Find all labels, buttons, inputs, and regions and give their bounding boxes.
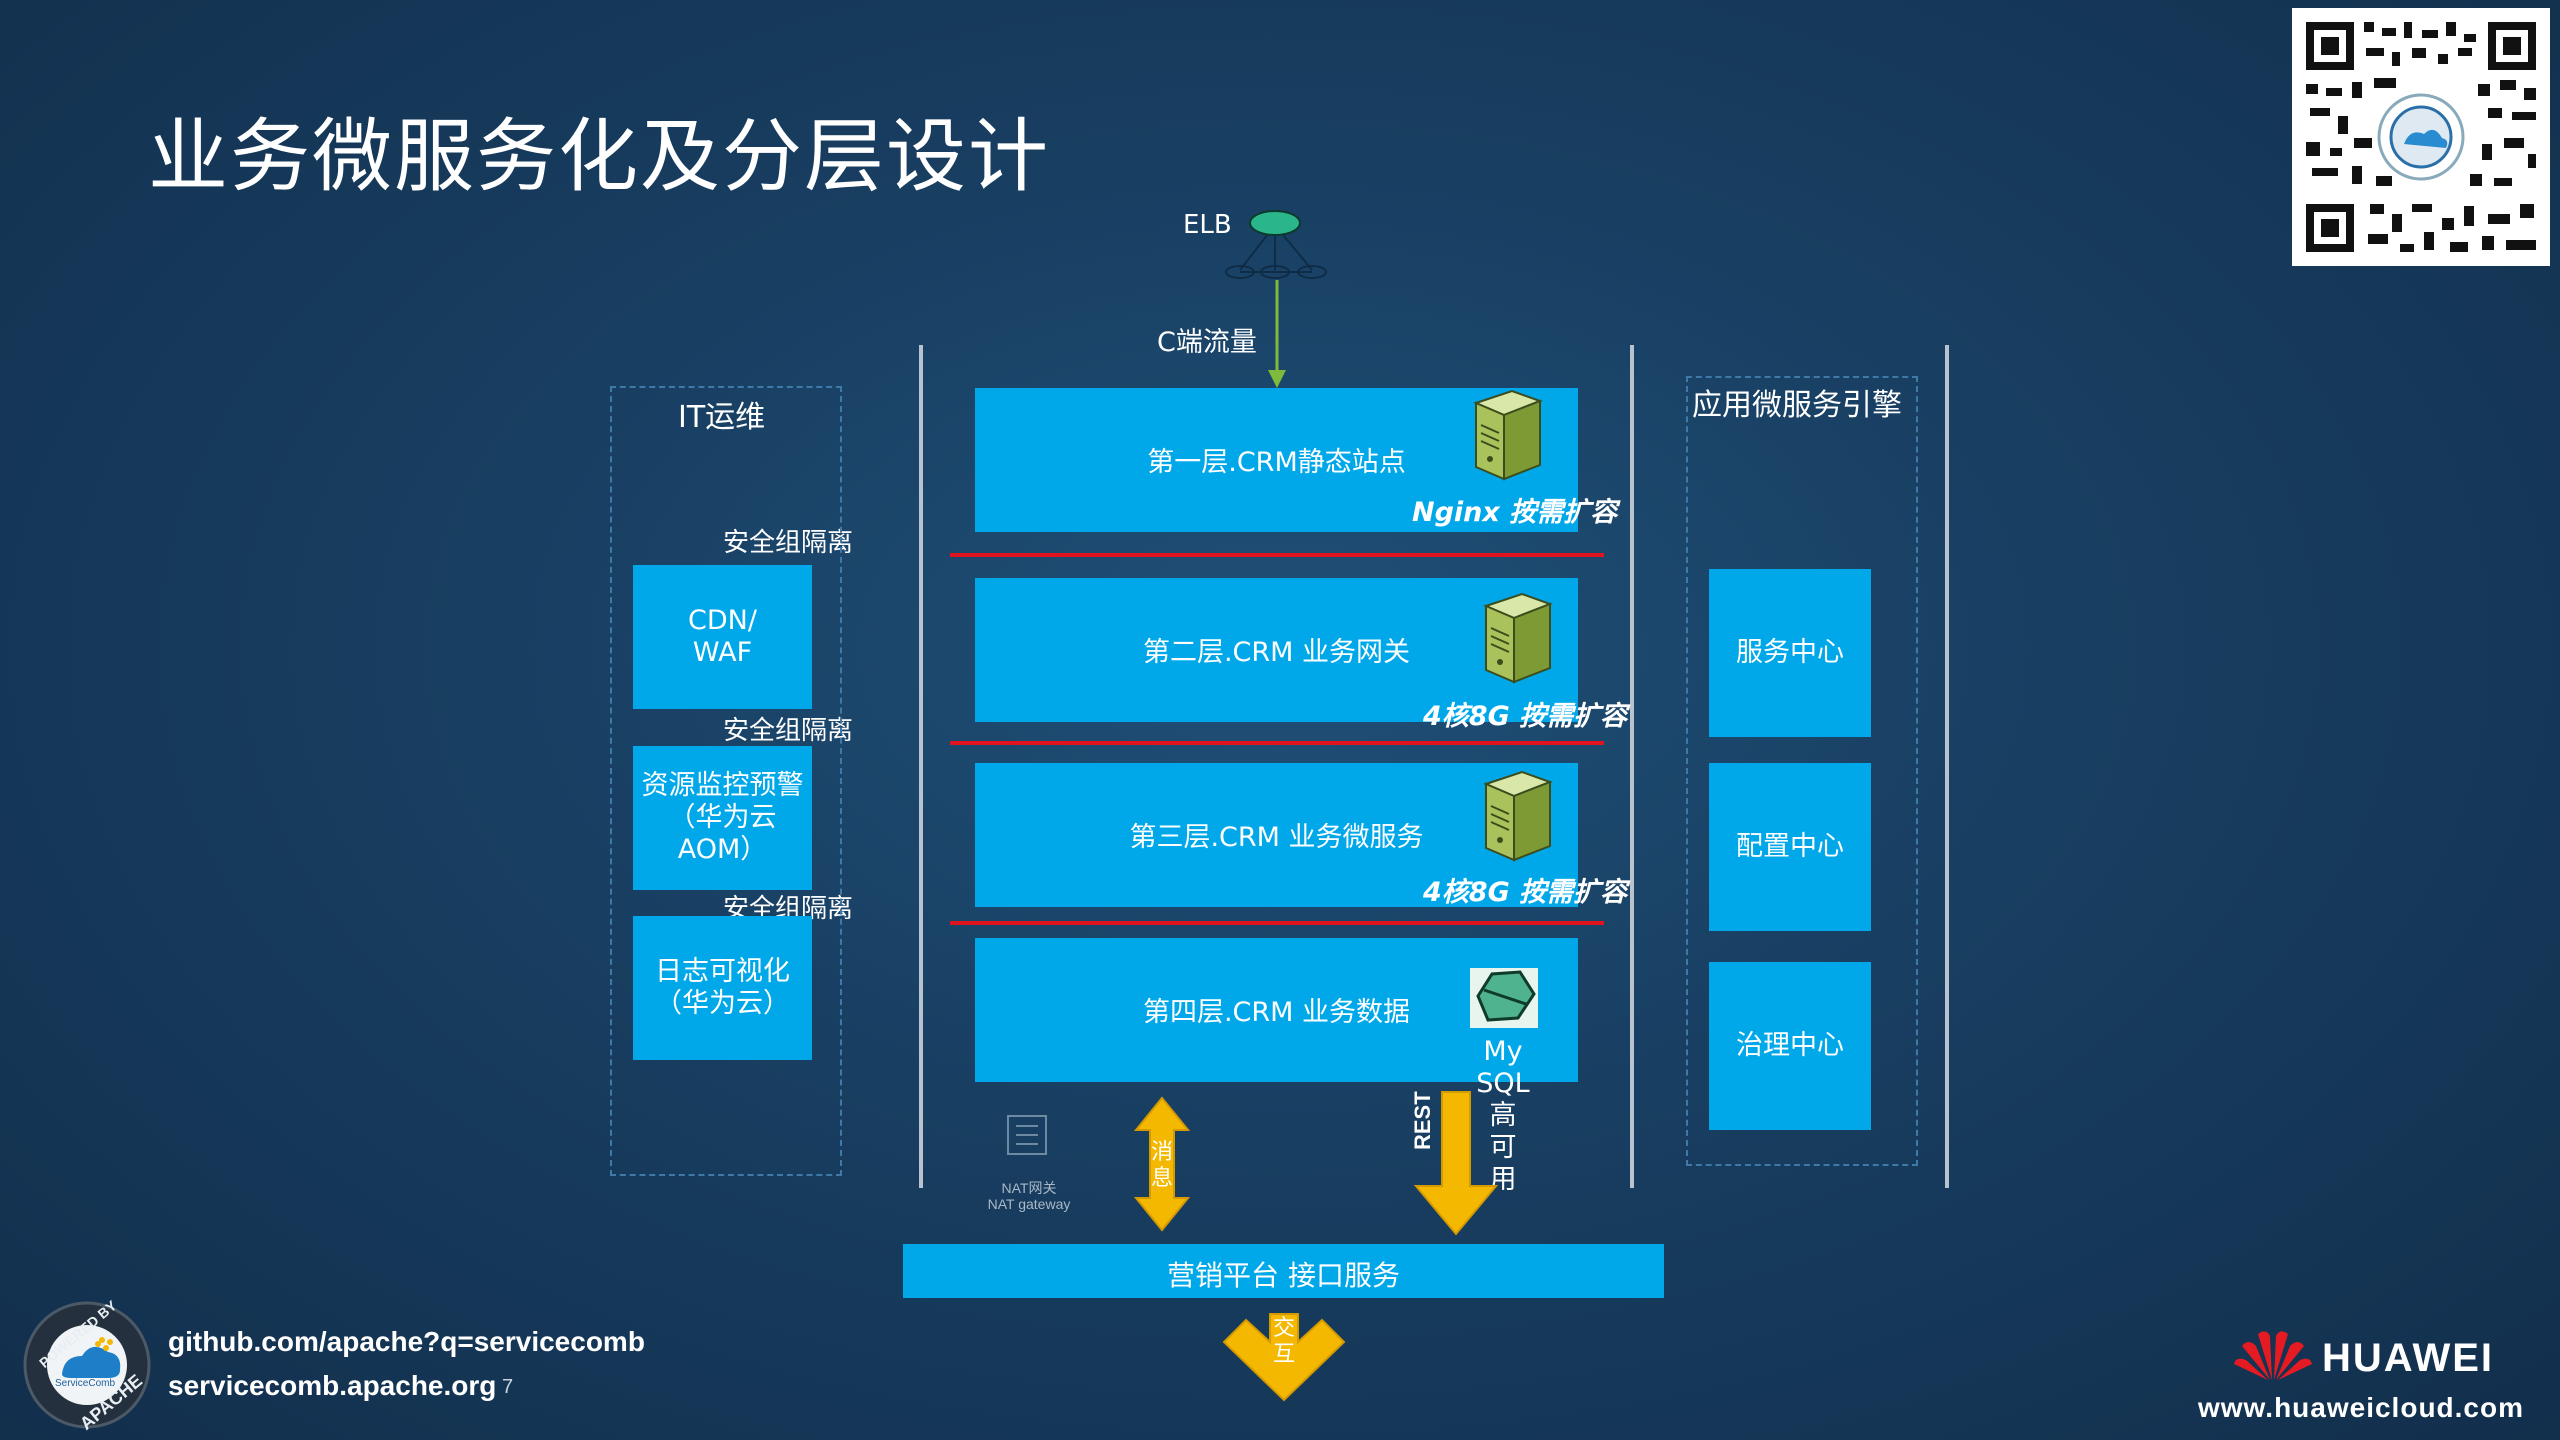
server-icon	[1473, 389, 1543, 481]
scale-label: 4核8G 按需扩容	[1423, 701, 1628, 732]
server-icon	[1483, 770, 1553, 862]
marketing-platform-label: 营销平台 接口服务	[1167, 1259, 1400, 1292]
separator-line-right	[1945, 345, 1949, 1188]
nat-gateway-label: NAT网关 NAT gateway	[987, 1180, 1071, 1212]
load-balancer-icon	[1225, 210, 1327, 279]
layer-4: 第四层.CRM 业务数据	[975, 938, 1578, 1082]
server-icon	[1483, 592, 1553, 684]
servicecomb-logo	[23, 1301, 151, 1429]
resource-monitor-box: 资源监控预警 （华为云 AOM）	[633, 746, 812, 890]
servicecomb-site-link[interactable]: servicecomb.apache.org	[168, 1370, 497, 1401]
cdn-waf-box: CDN/ WAF	[633, 565, 812, 709]
nat-gateway-icon	[1007, 1115, 1047, 1155]
rest-arrow-label: REST	[1410, 1091, 1435, 1150]
service-center-box: 服务中心	[1709, 569, 1871, 737]
isolation-line	[950, 553, 1604, 557]
isolation-label: 安全组隔离	[722, 716, 853, 746]
elb-label: ELB	[1183, 210, 1232, 240]
separator-line-center-right	[1630, 345, 1634, 1188]
traffic-label: C端流量	[1157, 327, 1257, 358]
message-double-arrow	[1134, 1096, 1190, 1232]
huawei-cloud-url: www.huaweicloud.com	[2198, 1392, 2525, 1423]
message-arrow-label: 消息	[1150, 1140, 1173, 1191]
log-visualization-box: 日志可视化 （华为云）	[633, 916, 812, 1060]
marketing-platform-bar: 营销平台 接口服务	[903, 1244, 1664, 1298]
isolation-line	[950, 741, 1604, 745]
qr-code-image	[2292, 8, 2550, 266]
scale-label: 4核8G 按需扩容	[1423, 877, 1628, 908]
isolation-label: 安全组隔离	[722, 528, 853, 558]
page-title: 业务微服务化及分层设计	[148, 110, 1050, 203]
microservice-engine-panel	[1686, 376, 1918, 1166]
it-ops-panel	[610, 386, 842, 1176]
huawei-brand: HUAWEI	[2322, 1336, 2494, 1380]
layer-label: 第四层.CRM 业务数据	[1142, 997, 1411, 1028]
layer-label: 第三层.CRM 业务微服务	[1129, 822, 1424, 853]
separator-line-left	[919, 345, 923, 1188]
database-icon	[1470, 968, 1538, 1028]
microservice-engine-title: 应用微服务引擎	[1692, 388, 1902, 423]
traffic-arrow	[1268, 280, 1286, 388]
layer-label: 第一层.CRM静态站点	[1147, 447, 1406, 478]
scale-label: Nginx 按需扩容	[1412, 497, 1618, 528]
isolation-line	[950, 921, 1604, 925]
logo-center-text: ServiceComb	[55, 1378, 116, 1389]
config-center-box: 配置中心	[1709, 763, 1871, 931]
rest-arrow	[1413, 1091, 1499, 1236]
huawei-logo-icon	[2234, 1331, 2312, 1380]
interaction-down-arrow	[1222, 1313, 1346, 1402]
governance-center-box: 治理中心	[1709, 962, 1871, 1130]
github-link[interactable]: github.com/apache?q=servicecomb	[168, 1326, 645, 1357]
layer-2: 第二层.CRM 业务网关	[975, 578, 1578, 722]
interaction-arrow-label: 交互	[1272, 1316, 1295, 1367]
layer-3: 第三层.CRM 业务微服务	[975, 763, 1578, 907]
it-ops-title: IT运维	[678, 400, 766, 435]
page-number: 7	[502, 1376, 514, 1398]
layer-label: 第二层.CRM 业务网关	[1142, 637, 1411, 668]
